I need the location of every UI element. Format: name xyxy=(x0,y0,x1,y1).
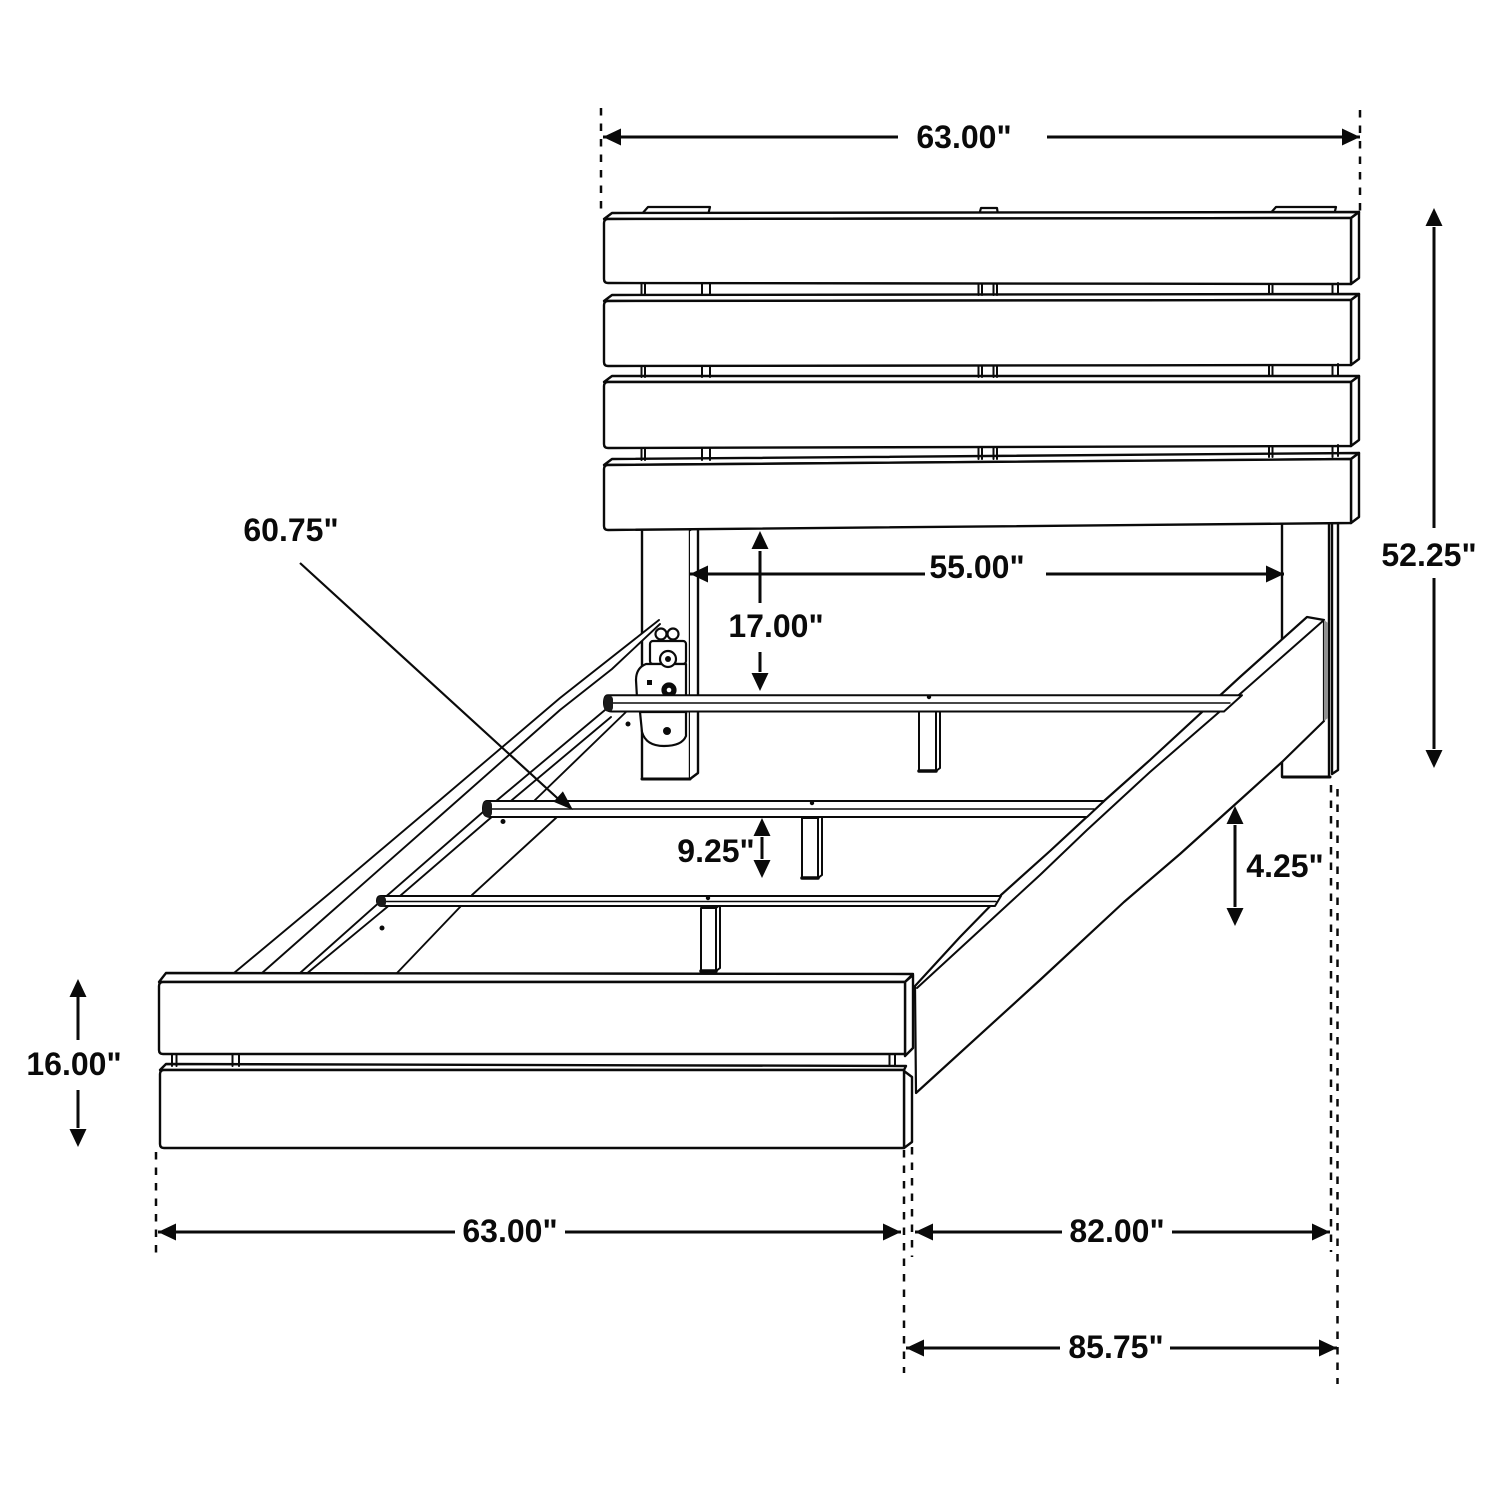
svg-text:85.75": 85.75" xyxy=(1068,1329,1163,1365)
svg-text:82.00": 82.00" xyxy=(1069,1213,1164,1249)
svg-text:55.00": 55.00" xyxy=(929,549,1024,585)
svg-text:9.25": 9.25" xyxy=(677,833,754,869)
svg-text:60.75": 60.75" xyxy=(243,512,338,548)
svg-text:63.00": 63.00" xyxy=(916,119,1011,155)
svg-text:4.25": 4.25" xyxy=(1246,848,1323,884)
svg-text:52.25": 52.25" xyxy=(1381,537,1476,573)
svg-text:16.00": 16.00" xyxy=(26,1046,121,1082)
svg-text:63.00": 63.00" xyxy=(462,1213,557,1249)
svg-text:17.00": 17.00" xyxy=(728,608,823,644)
